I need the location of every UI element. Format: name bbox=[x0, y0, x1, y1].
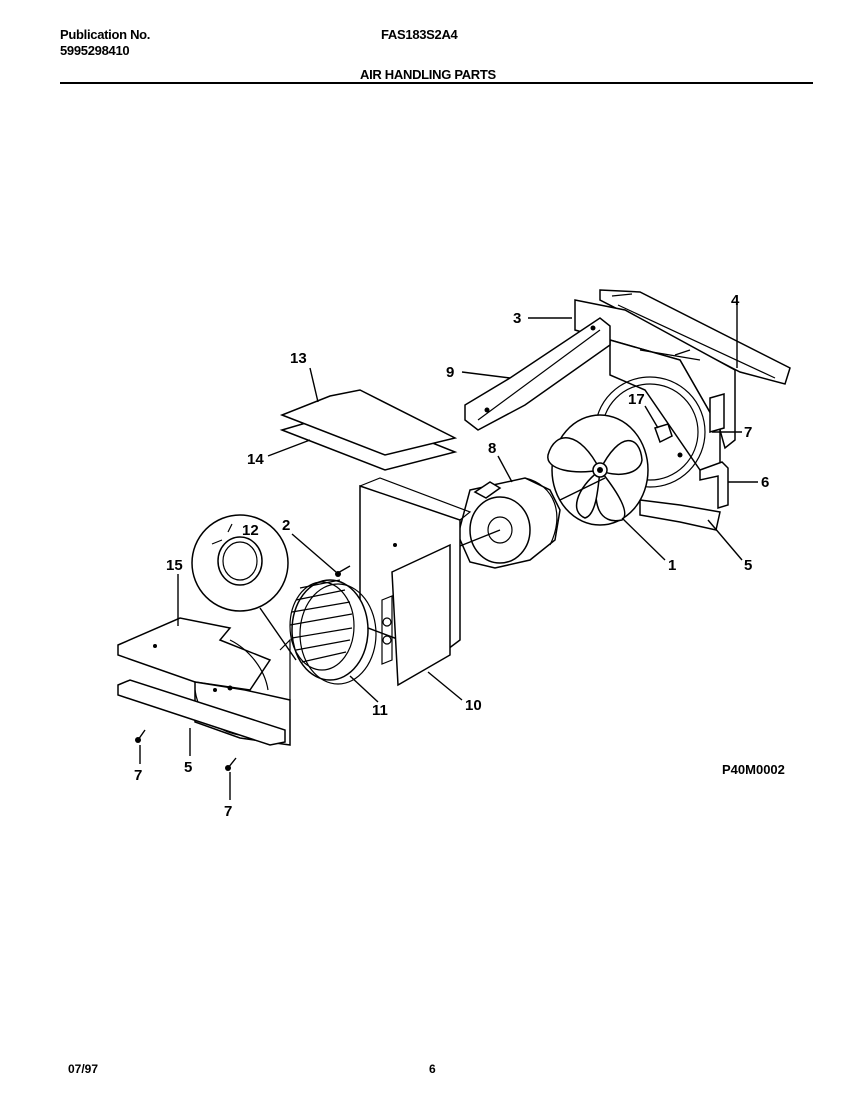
section-title: AIR HANDLING PARTS bbox=[360, 67, 496, 82]
callout-3: 3 bbox=[513, 310, 521, 327]
page-number: 6 bbox=[429, 1062, 436, 1076]
figure-code: P40M0002 bbox=[722, 762, 785, 777]
callout-13: 13 bbox=[290, 350, 307, 367]
callout-10: 10 bbox=[465, 697, 482, 714]
callout-5-right: 5 bbox=[744, 557, 752, 574]
part-screws-7 bbox=[135, 729, 237, 771]
part-scroll-housing bbox=[117, 617, 291, 746]
footer-date: 07/97 bbox=[68, 1062, 99, 1076]
publication-label: Publication No. bbox=[60, 27, 151, 42]
callout-15: 15 bbox=[166, 557, 183, 574]
callout-4: 4 bbox=[731, 292, 740, 309]
part-base-channel-right bbox=[639, 499, 721, 531]
callout-11: 11 bbox=[372, 702, 388, 719]
callout-17: 17 bbox=[628, 391, 645, 408]
callout-9: 9 bbox=[446, 364, 454, 381]
publication-number: 5995298410 bbox=[60, 43, 130, 58]
callout-7-left: 7 bbox=[134, 767, 142, 784]
part-bracket-rod bbox=[599, 289, 791, 385]
part-partition-panel bbox=[359, 477, 472, 687]
part-mounting-bracket bbox=[464, 317, 611, 431]
callout-5-left: 5 bbox=[184, 759, 192, 776]
part-clip-bracket bbox=[699, 461, 729, 510]
part-screw-2 bbox=[335, 565, 351, 577]
callout-1: 1 bbox=[668, 557, 676, 574]
part-fan-blade bbox=[547, 414, 649, 526]
part-filter-panels bbox=[279, 389, 458, 471]
part-clamp-ring-inset bbox=[191, 514, 297, 661]
callout-7-right: 7 bbox=[744, 424, 752, 441]
part-clamp-nut bbox=[654, 423, 683, 458]
callout-7-bottom: 7 bbox=[224, 803, 232, 820]
callout-2: 2 bbox=[282, 517, 290, 534]
model-number: FAS183S2A4 bbox=[381, 27, 458, 42]
callout-6: 6 bbox=[761, 474, 769, 491]
callout-14: 14 bbox=[247, 451, 264, 468]
part-blower-wheel bbox=[289, 579, 377, 685]
header-rule bbox=[60, 82, 813, 84]
leader-lines bbox=[139, 304, 758, 800]
callout-8: 8 bbox=[488, 440, 496, 457]
callout-12: 12 bbox=[242, 522, 259, 539]
part-motor bbox=[454, 477, 606, 569]
